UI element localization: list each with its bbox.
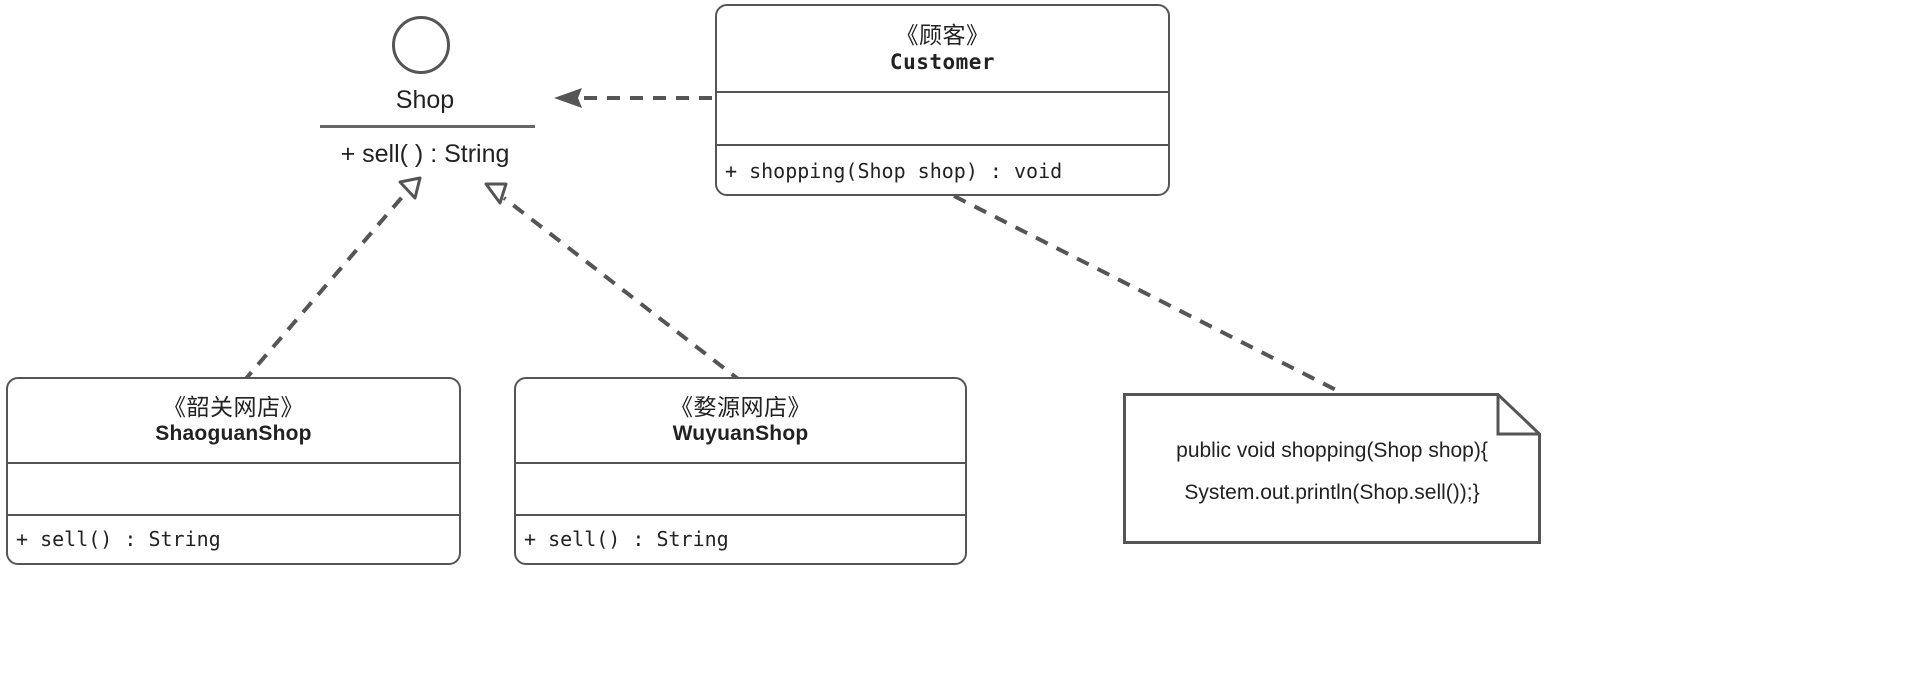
interface-divider xyxy=(320,125,535,128)
customer-class-name: Customer xyxy=(889,49,996,74)
shaoguanshop-header-compartment: 《韶关网店》 ShaoguanShop xyxy=(8,379,459,462)
interface-shop[interactable]: Shop + sell( ) : String xyxy=(300,8,550,178)
interface-circle-icon xyxy=(392,16,450,74)
note-body[interactable]: public void shopping(Shop shop){ System.… xyxy=(1122,392,1542,545)
customer-attributes-compartment xyxy=(717,91,1168,144)
shaoguanshop-operation: + sell() : String xyxy=(16,527,221,551)
customer-operations-compartment: + shopping(Shop shop) : void xyxy=(717,144,1168,195)
wuyuanshop-stereotype: 《婺源网店》 xyxy=(670,395,811,421)
connector-customer-to-shop xyxy=(554,88,712,108)
customer-stereotype: 《顾客》 xyxy=(895,23,990,49)
customer-header-compartment: 《顾客》 Customer xyxy=(717,6,1168,91)
connector-note-to-customer xyxy=(953,194,1341,394)
interface-name: Shop xyxy=(395,86,455,114)
wuyuanshop-operation: + sell() : String xyxy=(524,527,729,551)
interface-operation: + sell( ) : String xyxy=(340,140,510,168)
note-shape xyxy=(1123,393,1541,544)
shaoguanshop-class-name: ShaoguanShop xyxy=(155,421,312,445)
note-line-1: public void shopping(Shop shop){ xyxy=(1176,439,1488,463)
class-box-wuyuanshop[interactable]: 《婺源网店》 WuyuanShop + sell() : String xyxy=(514,377,967,565)
note-line-2: System.out.println(Shop.sell());} xyxy=(1184,480,1480,504)
connector-wuyuanshop-to-shop xyxy=(484,182,744,384)
wuyuanshop-header-compartment: 《婺源网店》 WuyuanShop xyxy=(516,379,965,462)
shaoguanshop-attributes-compartment xyxy=(8,462,459,514)
shaoguanshop-stereotype: 《韶关网店》 xyxy=(163,395,304,421)
class-box-customer[interactable]: 《顾客》 Customer + shopping(Shop shop) : vo… xyxy=(715,4,1170,196)
wuyuanshop-attributes-compartment xyxy=(516,462,965,514)
wuyuanshop-operations-compartment: + sell() : String xyxy=(516,514,965,562)
class-box-shaoguanshop[interactable]: 《韶关网店》 ShaoguanShop + sell() : String xyxy=(6,377,461,565)
connector-shaoguanshop-to-shop xyxy=(241,176,422,384)
wuyuanshop-class-name: WuyuanShop xyxy=(672,421,809,445)
customer-operation: + shopping(Shop shop) : void xyxy=(725,158,1063,183)
shaoguanshop-operations-compartment: + sell() : String xyxy=(8,514,459,562)
